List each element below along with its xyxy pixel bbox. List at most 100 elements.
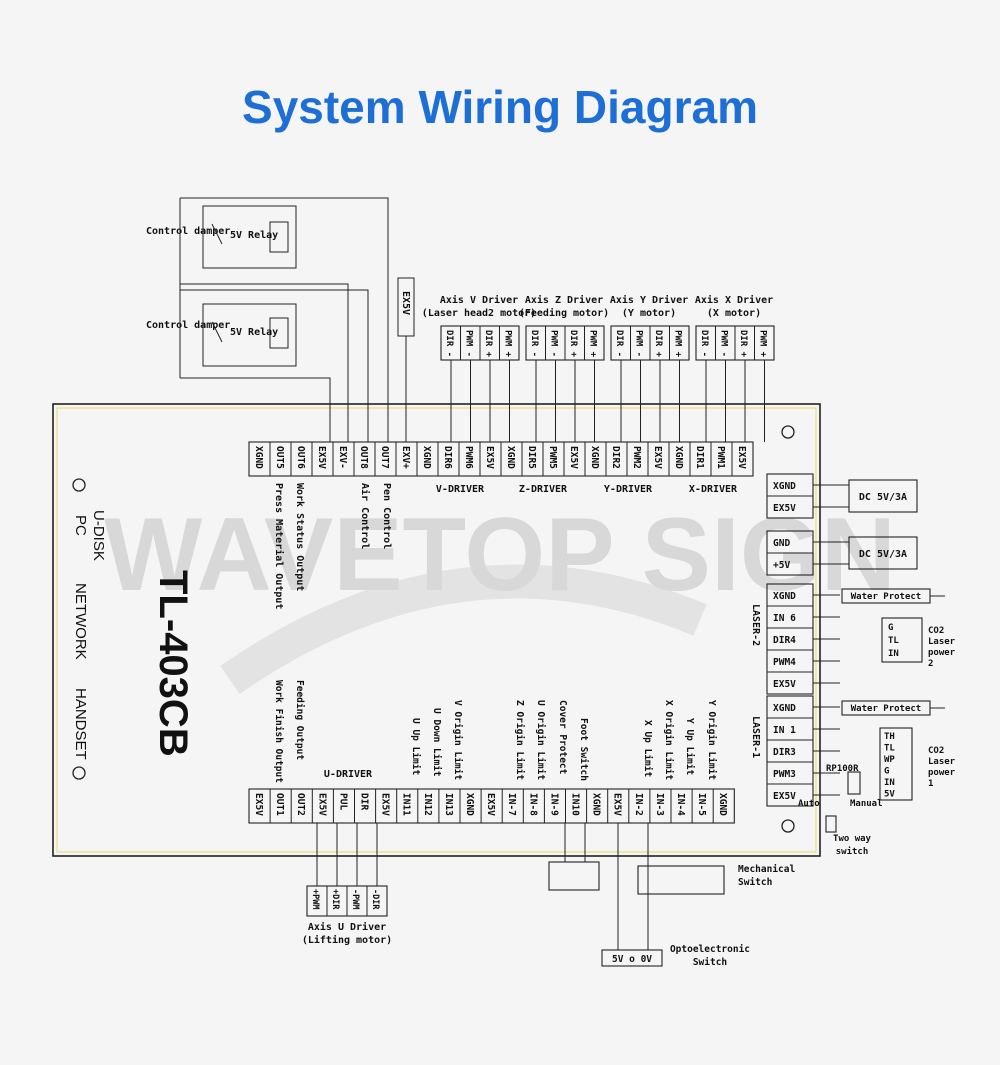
input-label-foot-switch: Foot Switch <box>578 718 589 781</box>
axis-u-pin-pwm: -PWM <box>350 889 360 909</box>
bottom-pin-in-5-21: IN-5 <box>696 793 707 816</box>
foot-switch-box <box>548 861 600 891</box>
input-label-work-finish-output: Work Finish Output <box>273 680 284 783</box>
driver-pin-dir: DIR - <box>614 330 624 357</box>
power-pin-xgnd: XGND <box>773 481 796 492</box>
driver-group-z-driver: Z-DRIVER <box>519 484 568 495</box>
top-pin-xgnd-12: XGND <box>505 446 516 469</box>
opto-switch-box <box>601 949 663 967</box>
bottom-pin-in-2-18: IN-2 <box>633 793 644 816</box>
side-label-pc: PC <box>72 515 89 536</box>
u-driver-label: U-DRIVER <box>324 769 373 780</box>
driver-pin-dir: DIR + <box>653 330 663 358</box>
axis-driver-sub-1: (Feeding motor) <box>519 307 609 319</box>
bottom-pin-in-7-12: IN-7 <box>506 793 517 816</box>
input-label-cover-protect: Cover Protect <box>557 700 568 774</box>
driver-pin-pwm: PWM + <box>503 330 513 358</box>
driver-pin-pwm: PWM - <box>464 330 474 357</box>
top-pin-pwm5-14: PWM5 <box>547 446 558 469</box>
driver-pin-dir: DIR + <box>738 330 748 358</box>
laser1-psu-pin-g: G <box>884 767 889 777</box>
page-title: System Wiring Diagram <box>242 81 758 133</box>
laser2-pin-ex5v: EX5V <box>773 679 796 690</box>
relay-2-label: Control damper <box>146 320 230 331</box>
driver-group-y-driver: Y-DRIVER <box>604 484 653 495</box>
bottom-pin-out2-2: OUT2 <box>295 793 306 816</box>
switch-label-0: Two way <box>833 834 872 844</box>
axis-driver-title-3: Axis X Driver <box>695 294 773 306</box>
input-label-u-origin-limit: U Origin Limit <box>535 700 546 780</box>
axis-driver-sub-2: (Y motor) <box>622 308 676 319</box>
axis-u-sub: (Lifting motor) <box>302 934 392 946</box>
side-label-handset: HANDSET <box>72 688 89 760</box>
input-label-x-up-limit: X Up Limit <box>642 720 653 777</box>
top-pin-dir2-17: DIR2 <box>610 446 621 469</box>
top-pin-xgnd-0: XGND <box>253 446 264 469</box>
bottom-pin-xgnd-22: XGND <box>717 793 728 816</box>
input-label-y-up-limit: Y Up Limit <box>684 718 695 775</box>
top-pin-out7-6: OUT7 <box>379 446 390 469</box>
power-supply-0 <box>848 479 918 513</box>
top-pin-xgnd-8: XGND <box>421 446 432 469</box>
laser2-psu-label-3: 2 <box>928 659 933 669</box>
input-label-z-origin-limit: Z Origin Limit <box>514 700 525 780</box>
laser2-name: LASER-2 <box>750 604 761 646</box>
top-pin-ex5v-11: EX5V <box>484 446 495 469</box>
bottom-pin-in10-15: IN10 <box>570 793 581 816</box>
top-pin-out8-5: OUT8 <box>358 446 369 469</box>
axis-driver-title-2: Axis Y Driver <box>610 294 688 306</box>
laser2-psu-pin-tl: TL <box>888 636 899 646</box>
svg-text:EX5V: EX5V <box>400 291 411 315</box>
io-label-air-control: Air Control <box>359 483 371 549</box>
top-pin-out6-2: OUT6 <box>295 446 306 469</box>
relay-2-name: 5V Relay <box>230 327 278 338</box>
laser2-psu-pin-in: IN <box>888 649 899 659</box>
driver-pin-pwm: PWM + <box>588 330 598 358</box>
switch-label-1: switch <box>836 846 869 857</box>
axis-driver-blocks: Axis V Driver (Laser head2 motor) DIR - PWM… <box>422 294 775 442</box>
laser1-psu-pin-th: TH <box>884 732 895 742</box>
axis-u-pin-dir: -DIR <box>370 889 380 910</box>
bottom-pin-in-8-13: IN-8 <box>527 793 538 816</box>
driver-group-v-driver: V-DRIVER <box>436 484 485 495</box>
bottom-pin-in11-7: IN11 <box>401 793 412 816</box>
driver-pin-pwm: PWM + <box>758 330 768 358</box>
top-pin-ex5v-23: EX5V <box>736 446 747 469</box>
bottom-pin-out1-1: OUT1 <box>274 793 285 816</box>
top-pin-pwm6-10: PWM6 <box>463 446 474 469</box>
laser2-psu <box>881 617 923 663</box>
controller-board <box>52 403 821 857</box>
potentiometer-label: RP100R <box>826 764 859 774</box>
driver-pin-pwm: PWM + <box>673 330 683 358</box>
io-label-pen-control: Pen Control <box>381 483 392 549</box>
manual-label: Manual <box>850 799 883 809</box>
ex5v-module: EX5V <box>397 277 415 442</box>
top-pin-dir1-21: DIR1 <box>694 446 705 469</box>
input-label-u-down-limit: U Down Limit <box>431 708 442 777</box>
top-pin-out5-1: OUT5 <box>274 446 285 469</box>
bottom-pin-dir-5: DIR <box>359 793 370 810</box>
axis-driver-sub-0: (Laser head2 motor) <box>422 308 536 319</box>
side-label-udisk: U-DISK <box>90 510 107 561</box>
input-label-y-origin-limit: Y Origin Limit <box>706 700 717 780</box>
laser1-name: LASER-1 <box>750 716 761 758</box>
axis-driver-title-0: Axis V Driver <box>440 294 518 306</box>
bottom-pin-ex5v-11: EX5V <box>485 793 496 816</box>
board-model: TL-403CB <box>151 570 195 757</box>
laser1-psu-label-3: 1 <box>928 779 933 789</box>
power-supply-label-0: DC 5V/3A <box>859 492 907 503</box>
bottom-pin-pul-4: PUL <box>337 793 348 810</box>
opto-label-0: Optoelectronic <box>670 944 750 955</box>
axis-driver-sub-3: (X motor) <box>707 308 761 319</box>
bottom-connector-body <box>248 788 735 824</box>
laser1-pin-xgnd: XGND <box>773 703 796 714</box>
driver-pin-dir: DIR - <box>444 330 454 357</box>
laser2-water-label: Water Protect <box>851 592 921 602</box>
power-supply-label-1: DC 5V/3A <box>859 549 907 560</box>
axis-driver-title-1: Axis Z Driver <box>525 294 603 306</box>
power-pin-5v: +5V <box>773 560 790 571</box>
laser2-pin-in-6: IN 6 <box>773 613 796 624</box>
input-label-feeding-output: Feeding Output <box>294 680 305 760</box>
